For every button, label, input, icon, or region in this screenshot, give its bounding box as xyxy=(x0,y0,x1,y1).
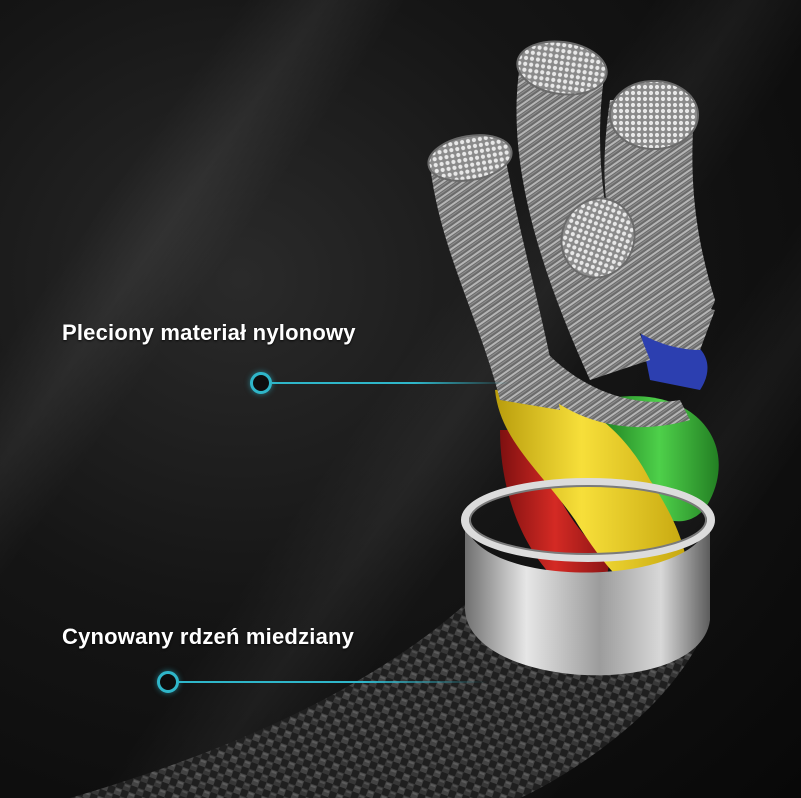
braided-material-label: Pleciony materiał nylonowy xyxy=(62,320,356,345)
copper-core-pointer xyxy=(157,671,487,695)
braided-material-pointer xyxy=(250,372,510,396)
strand-tip-2 xyxy=(516,40,608,96)
strand-tip-4 xyxy=(560,197,636,279)
strand-tip-3 xyxy=(609,80,699,150)
pointer-line xyxy=(272,382,510,384)
red-wire xyxy=(500,430,610,610)
pointer-ring-icon xyxy=(157,671,179,693)
pointer-ring-icon xyxy=(250,372,272,394)
strand-tip-1 xyxy=(427,134,513,182)
pointer-line xyxy=(179,681,487,683)
copper-core-label: Cynowany rdzeń miedziany xyxy=(62,624,355,649)
metal-ferrule xyxy=(465,520,710,676)
